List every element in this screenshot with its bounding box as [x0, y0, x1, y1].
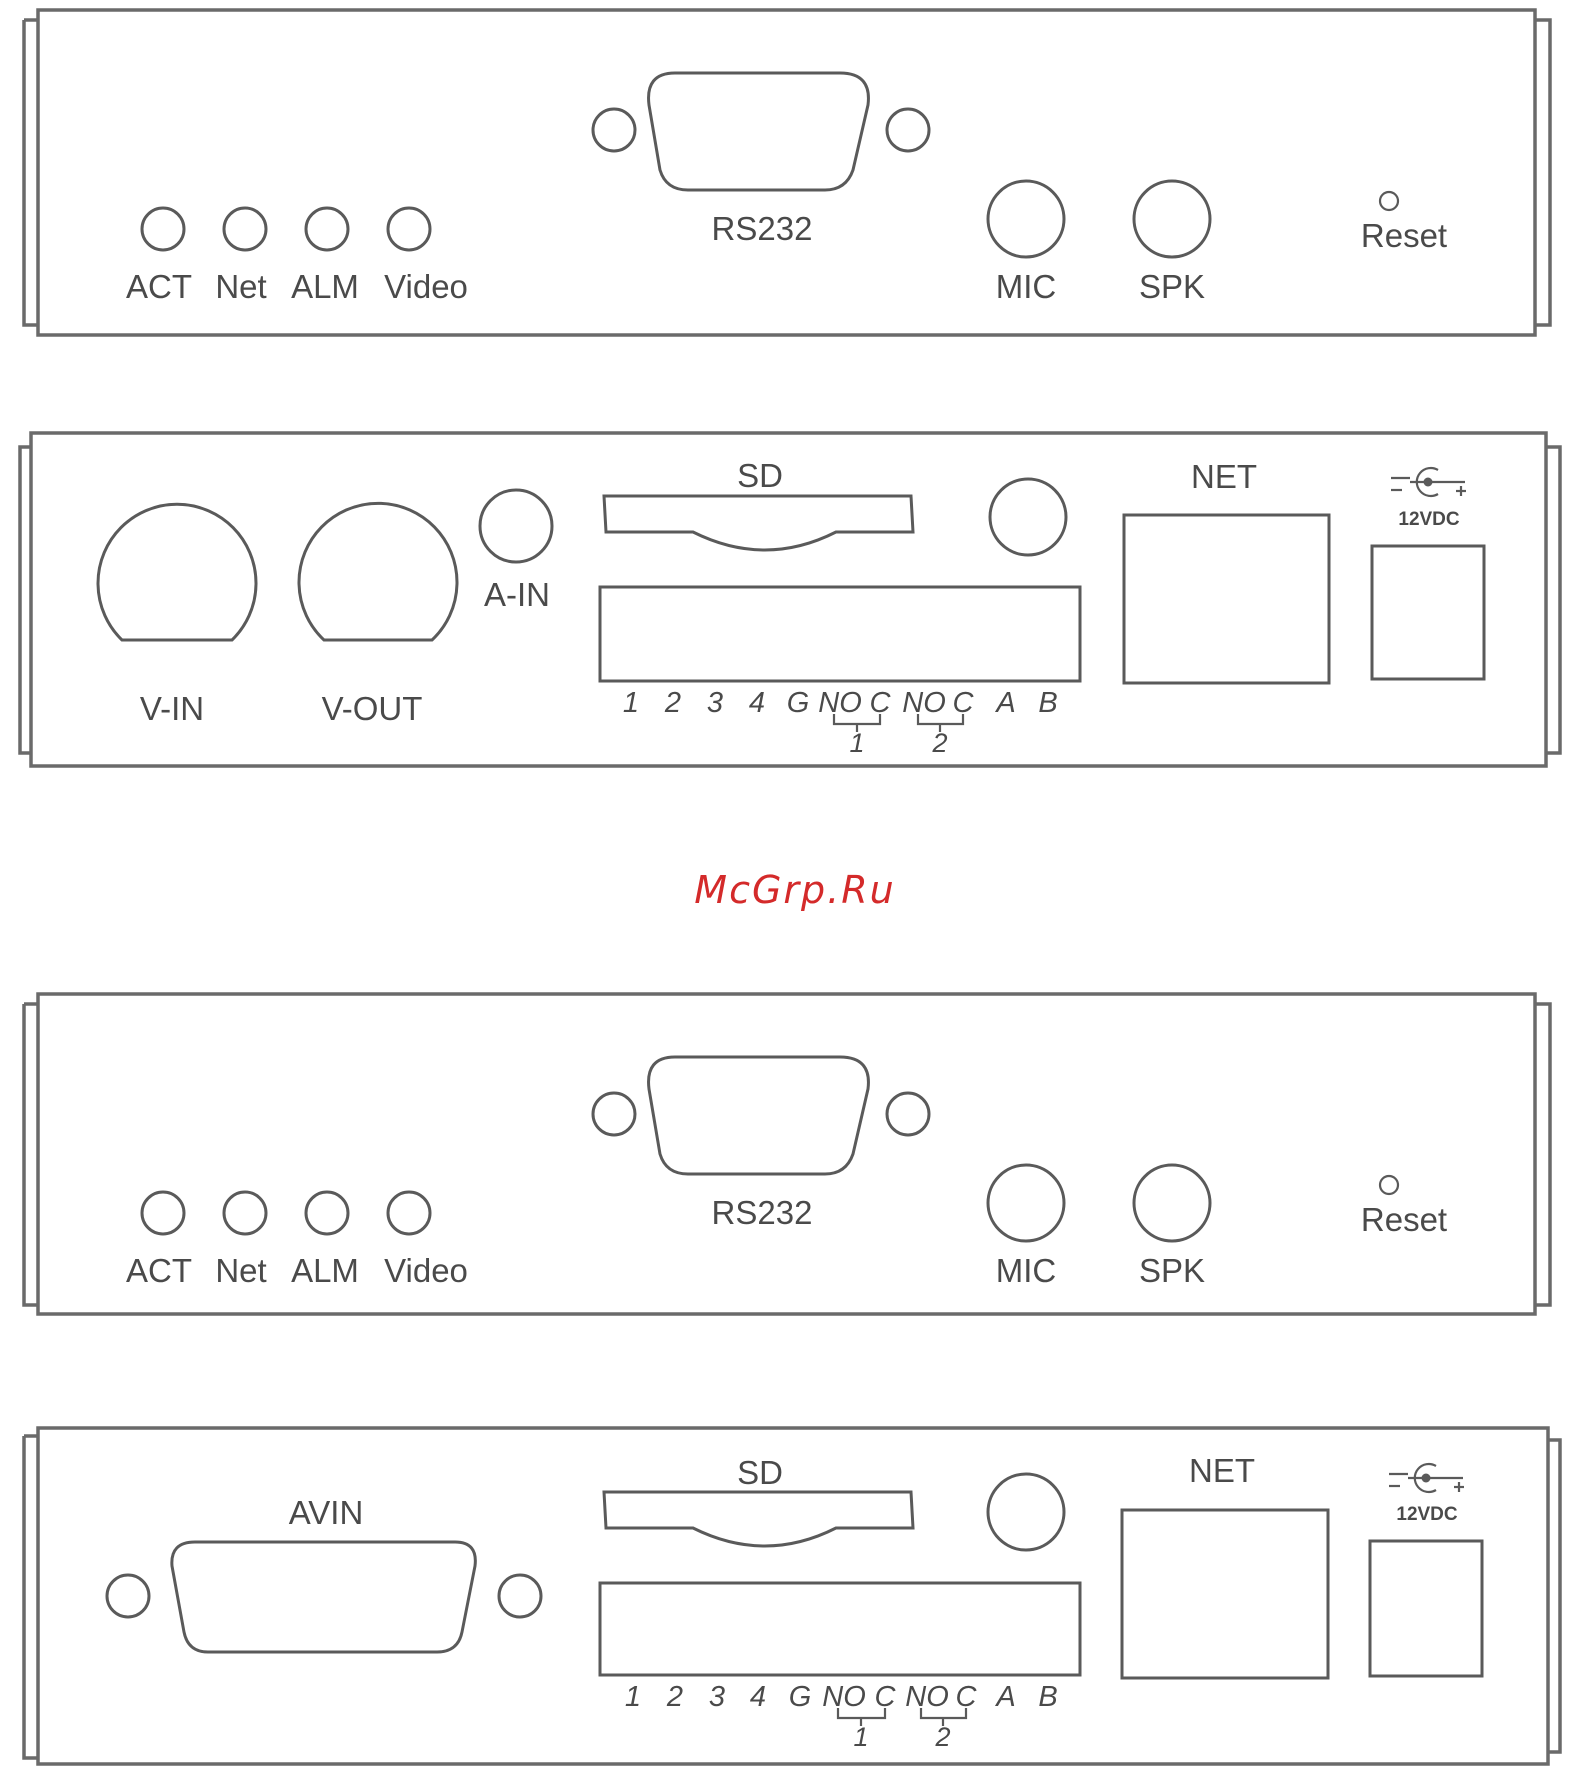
- led-label-act: ACT: [126, 1252, 192, 1289]
- front-panel-bottom: ACT Net ALM Video RS232 MIC SPK Reset: [24, 994, 1550, 1314]
- rs232-port: [593, 73, 929, 190]
- led-alm: [306, 208, 348, 250]
- terminal-label-g: G: [787, 687, 810, 719]
- rs232-label: RS232: [712, 1194, 813, 1231]
- relay-group-2-label: 2: [934, 1722, 950, 1752]
- v-in-connector: [98, 504, 256, 640]
- terminal-block: [600, 1583, 1080, 1675]
- rear-panel-bottom: AVIN SD 1 2 3 4 G NO C NO C A B: [24, 1428, 1560, 1764]
- led-label-video: Video: [384, 1252, 468, 1289]
- sd-card-slot: [604, 1492, 913, 1546]
- terminal-label-a: A: [994, 1681, 1015, 1713]
- dc-polarity-icon: [1389, 1464, 1464, 1492]
- led-act: [142, 1192, 184, 1234]
- round-jack: [988, 1474, 1064, 1550]
- led-label-alm: ALM: [291, 1252, 359, 1289]
- terminal-label-3: 3: [707, 687, 723, 719]
- mic-label: MIC: [996, 268, 1057, 305]
- led-label-act: ACT: [126, 268, 192, 305]
- led-net: [224, 208, 266, 250]
- mic-jack: [988, 1165, 1064, 1241]
- led-act: [142, 208, 184, 250]
- relay-group-2-label: 2: [931, 728, 947, 758]
- vdc-label: 12VDC: [1398, 509, 1460, 530]
- terminal-label-2: 2: [666, 1681, 683, 1713]
- relay-group-1-label: 1: [853, 1722, 868, 1752]
- terminal-label-1: 1: [625, 1681, 641, 1713]
- spk-label: SPK: [1139, 268, 1205, 305]
- led-alm: [306, 1192, 348, 1234]
- led-label-alm: ALM: [291, 268, 359, 305]
- sd-label: SD: [737, 1454, 783, 1491]
- terminal-label-b: B: [1038, 687, 1057, 719]
- terminal-label-no1: NO: [822, 1681, 866, 1713]
- avin-label: AVIN: [289, 1494, 364, 1531]
- a-in-label: A-IN: [484, 576, 550, 613]
- rs232-port: [593, 1057, 929, 1174]
- v-in-label: V-IN: [140, 690, 204, 727]
- vdc-label: 12VDC: [1396, 1504, 1458, 1525]
- rs232-label: RS232: [712, 210, 813, 247]
- front-panel-top: ACT Net ALM Video RS232 MIC SPK Reset: [24, 10, 1550, 335]
- sd-card-slot: [604, 496, 913, 550]
- rear-panel-top: V-IN V-OUT A-IN SD 1 2 3 4 G NO C NO C A…: [20, 433, 1560, 766]
- a-in-jack: [480, 490, 552, 562]
- terminal-label-no2: NO: [905, 1681, 949, 1713]
- led-net: [224, 1192, 266, 1234]
- terminal-label-no1: NO: [818, 687, 862, 719]
- v-out-label: V-OUT: [322, 690, 423, 727]
- dc-power-jack: [1370, 1541, 1482, 1676]
- terminal-label-2: 2: [664, 687, 681, 719]
- led-label-video: Video: [384, 268, 468, 305]
- dc-polarity-icon: [1391, 468, 1466, 496]
- avin-port: [107, 1542, 541, 1652]
- round-jack: [990, 479, 1066, 555]
- relay-group-1-label: 1: [849, 728, 864, 758]
- reset-pinhole: [1380, 192, 1398, 210]
- mic-label: MIC: [996, 1252, 1057, 1289]
- spk-jack: [1134, 1165, 1210, 1241]
- reset-label: Reset: [1361, 217, 1447, 254]
- led-video: [388, 208, 430, 250]
- spk-jack: [1134, 181, 1210, 257]
- reset-pinhole: [1380, 1176, 1398, 1194]
- terminal-label-a: A: [994, 687, 1015, 719]
- terminal-label-no2: NO: [902, 687, 946, 719]
- terminal-block: [600, 587, 1080, 681]
- watermark: McGrp.Ru: [694, 868, 895, 912]
- net-label: NET: [1189, 1452, 1255, 1489]
- net-port: [1122, 1510, 1328, 1678]
- terminal-label-g: G: [789, 1681, 812, 1713]
- terminal-label-3: 3: [709, 1681, 725, 1713]
- net-port: [1124, 515, 1329, 683]
- mic-jack: [988, 181, 1064, 257]
- net-label: NET: [1191, 458, 1257, 495]
- spk-label: SPK: [1139, 1252, 1205, 1289]
- led-label-net: Net: [215, 1252, 266, 1289]
- terminal-label-b: B: [1038, 1681, 1057, 1713]
- terminal-label-4: 4: [749, 687, 765, 719]
- terminal-label-1: 1: [623, 687, 639, 719]
- sd-label: SD: [737, 457, 783, 494]
- led-label-net: Net: [215, 268, 266, 305]
- reset-label: Reset: [1361, 1201, 1447, 1238]
- led-video: [388, 1192, 430, 1234]
- dc-power-jack: [1372, 546, 1484, 679]
- v-out-connector: [299, 503, 457, 640]
- terminal-label-4: 4: [750, 1681, 766, 1713]
